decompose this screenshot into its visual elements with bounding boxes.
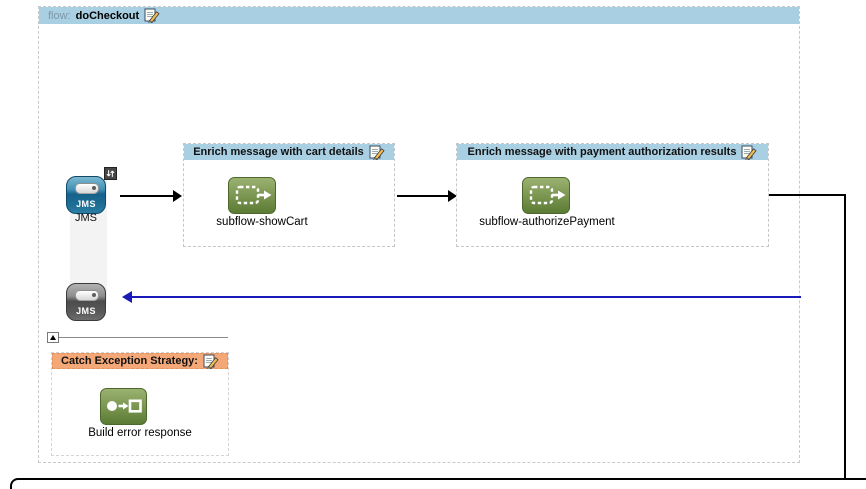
collapse-exception-button[interactable]	[47, 332, 59, 343]
up-triangle-icon	[50, 335, 56, 340]
transformer-icon-build-error-response[interactable]	[100, 388, 147, 425]
enricher-scope-cart[interactable]: Enrich message with cart details	[183, 143, 395, 247]
next-flow-container-partial[interactable]	[10, 478, 866, 489]
request-response-exchange-icon	[104, 167, 117, 180]
component-label-build-error-response: Build error response	[88, 427, 192, 439]
edit-icon[interactable]	[741, 145, 757, 160]
jms-icon-text: JMS	[76, 199, 96, 209]
flow-reference-icon-showCart[interactable]	[228, 177, 276, 214]
flow-reference-icon-authorizePayment[interactable]	[522, 177, 570, 214]
enricher-cart-title: Enrich message with cart details	[193, 146, 364, 158]
enricher-payment-header[interactable]: Enrich message with payment authorizatio…	[457, 144, 768, 160]
connector-enricher2-east	[769, 194, 846, 196]
enricher-cart-header[interactable]: Enrich message with cart details	[184, 144, 394, 160]
jms-message-pill-icon	[75, 183, 99, 194]
enricher-scope-payment[interactable]: Enrich message with payment authorizatio…	[456, 143, 769, 247]
flow-name: doCheckout	[75, 9, 140, 22]
jms-response-endpoint[interactable]: JMS	[66, 283, 106, 321]
enricher-payment-title: Enrich message with payment authorizatio…	[467, 146, 737, 158]
jms-inbound-endpoint[interactable]: JMS	[66, 176, 106, 214]
component-label-subflow-showCart: subflow-showCart	[216, 216, 308, 228]
edit-icon[interactable]	[203, 354, 219, 369]
exception-separator-line	[59, 337, 228, 338]
catch-exception-header[interactable]: Catch Exception Strategy:	[52, 353, 228, 369]
arrow-enricher1-to-enricher2	[397, 190, 457, 202]
jms-message-pill-icon	[75, 290, 99, 301]
jms-endpoint-label: JMS	[75, 212, 97, 224]
catch-exception-title: Catch Exception Strategy:	[61, 355, 198, 367]
flow-type-label: flow:	[48, 9, 71, 22]
edit-icon[interactable]	[369, 145, 385, 160]
component-label-subflow-authorizePayment: subflow-authorizePayment	[479, 216, 615, 228]
response-arrow-to-jms	[122, 291, 801, 303]
arrow-jms-to-enricher1	[120, 190, 182, 202]
connector-vertical-right	[844, 194, 846, 489]
jms-icon-text: JMS	[76, 306, 96, 316]
flow-edit-icon[interactable]	[144, 8, 160, 23]
flow-header[interactable]: flow: doCheckout	[39, 7, 799, 24]
